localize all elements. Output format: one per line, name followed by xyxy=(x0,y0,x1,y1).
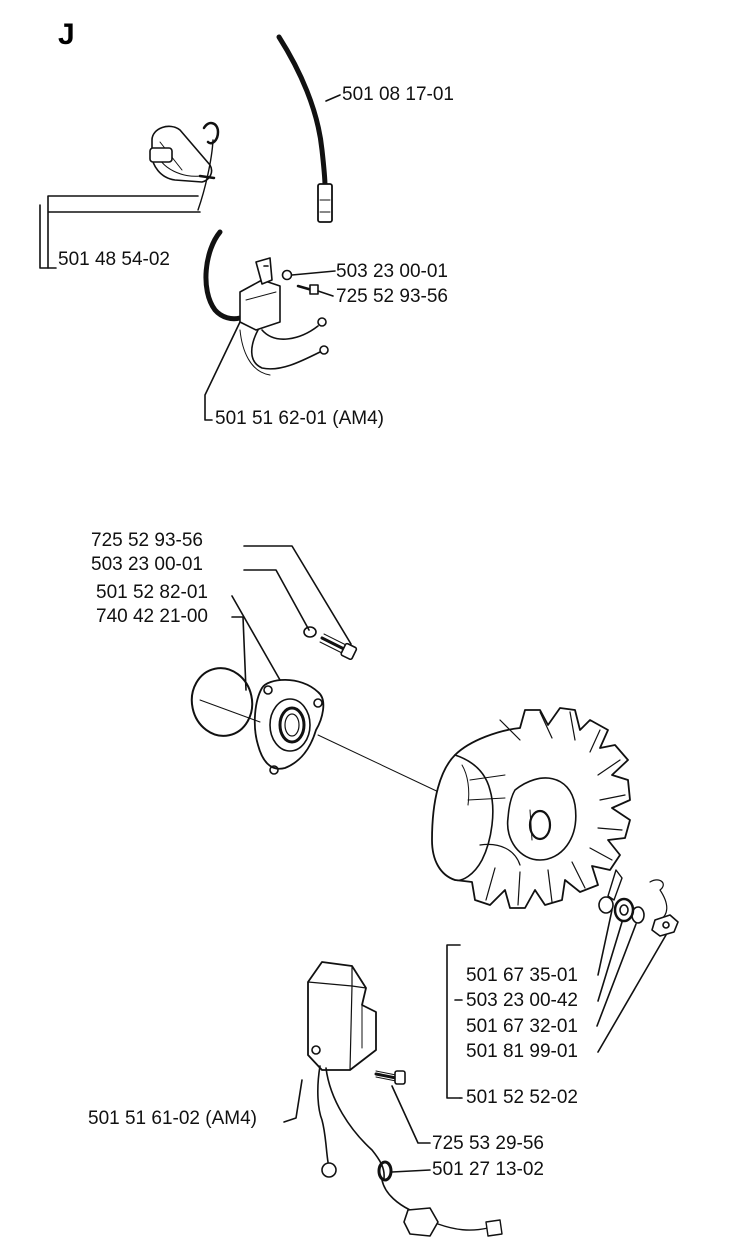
leader-washer-top xyxy=(291,270,336,276)
leader-nut xyxy=(597,934,667,1053)
nut-washer-drawing xyxy=(613,897,645,924)
part-label-screw-mid: 725 52 93-56 xyxy=(91,530,203,551)
spark-plug-cap-drawing xyxy=(149,121,220,211)
flywheel-washer-drawing xyxy=(598,896,614,914)
connector-drawing xyxy=(403,1207,503,1237)
leader-o-ring xyxy=(231,616,247,691)
leader-screw-bottom xyxy=(391,1085,431,1144)
key-drawing xyxy=(607,869,623,901)
part-label-nut: 501 81 99-01 xyxy=(466,1041,578,1062)
part-label-grommet: 501 27 13-02 xyxy=(432,1159,544,1180)
part-label-spark-cap: 501 48 54-02 xyxy=(58,249,170,270)
part-label-seal-housing: 501 52 82-01 xyxy=(96,582,208,603)
part-label-module-top: 501 51 62-01 (AM4) xyxy=(215,408,384,429)
leader-seal-housing xyxy=(231,595,281,681)
leader-screw-mid xyxy=(243,545,352,645)
part-label-o-ring: 740 42 21-00 xyxy=(96,606,208,627)
bracket-spark-cap-outer xyxy=(39,204,49,269)
part-label-washer-top: 503 23 00-01 xyxy=(336,261,448,282)
assembly-centerline xyxy=(199,699,446,796)
screw-upper-drawing xyxy=(296,284,319,295)
washer-mid-drawing xyxy=(303,626,317,638)
flywheel-drawing xyxy=(431,707,631,909)
screw-lower-drawing xyxy=(374,1070,406,1085)
leader-grommet xyxy=(391,1169,431,1173)
leader-screw-top xyxy=(317,290,334,297)
leader-nut-washer xyxy=(596,923,637,1027)
bracket-flywheel-assembly xyxy=(446,944,461,1099)
leader-washer-mid xyxy=(243,569,310,631)
leader-hv-lead xyxy=(325,94,341,102)
part-label-washer-mid: 503 23 00-01 xyxy=(91,554,203,575)
part-label-key: 501 67 35-01 xyxy=(466,965,578,986)
part-label-module-bottom: 501 51 61-02 (AM4) xyxy=(88,1108,257,1129)
nut-drawing xyxy=(649,879,679,937)
leader-module-bottom xyxy=(283,1079,303,1123)
leader-module-top xyxy=(204,321,241,421)
leader-key xyxy=(597,909,613,976)
leader-washer-fly xyxy=(597,921,623,1002)
section-letter: J xyxy=(58,18,75,51)
o-ring-drawing xyxy=(190,667,254,737)
part-label-flywheel: 501 52 52-02 xyxy=(466,1087,578,1108)
hv-lead-drawing xyxy=(276,34,333,223)
ignition-module-upper-drawing xyxy=(203,229,329,376)
part-label-nut-washer: 501 67 32-01 xyxy=(466,1016,578,1037)
washer-upper-drawing xyxy=(281,269,293,281)
part-label-hv-lead: 501 08 17-01 xyxy=(342,84,454,105)
screw-mid-drawing xyxy=(319,633,358,661)
bracket-spark-cap xyxy=(47,195,201,269)
part-label-screw-top: 725 52 93-56 xyxy=(336,286,448,307)
seal-housing-drawing xyxy=(253,679,325,775)
grommet-drawing xyxy=(377,1160,393,1182)
part-label-screw-bottom: 725 53 29-56 xyxy=(432,1133,544,1154)
part-label-washer-fly: 503 23 00-42 xyxy=(466,990,578,1011)
ignition-module-lower-drawing xyxy=(307,961,411,1211)
